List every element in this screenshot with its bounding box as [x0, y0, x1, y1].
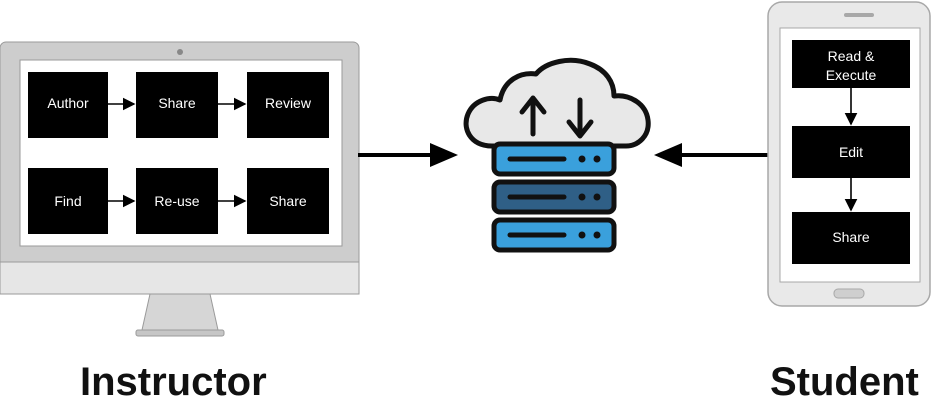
instructor-box-author: Author — [28, 72, 108, 138]
instructor-to-cloud-arrow — [358, 143, 458, 167]
instructor-box-review: Review — [247, 72, 329, 138]
server-unit — [491, 217, 617, 253]
student-box-label: Edit — [839, 144, 863, 160]
instructor-box-share-2: Share — [247, 168, 329, 234]
instructor-box-label: Find — [54, 193, 81, 209]
student-box-label: Share — [832, 229, 870, 245]
instructor-box-share-1: Share — [136, 72, 218, 138]
instructor-box-reuse: Re-use — [136, 168, 218, 234]
student-caption: Student — [770, 360, 919, 404]
student-box-label: Execute — [826, 67, 877, 83]
instructor-caption: Instructor — [80, 360, 267, 404]
server-unit — [491, 141, 617, 177]
instructor-box-label: Author — [47, 95, 89, 111]
instructor-box-find: Find — [28, 168, 108, 234]
upload-arrow-icon — [519, 95, 547, 137]
student-box-edit: Edit — [792, 126, 910, 178]
instructor-box-label: Share — [158, 95, 196, 111]
student-box-label: Read & — [828, 48, 875, 64]
instructor-box-label: Re-use — [154, 193, 199, 209]
cloud-server-icon — [463, 57, 651, 253]
instructor-box-label: Share — [269, 193, 307, 209]
student-to-cloud-arrow — [654, 143, 772, 167]
student-box-share: Share — [792, 212, 910, 264]
student-box-read-execute: Read & Execute — [792, 40, 910, 88]
server-unit — [491, 179, 617, 215]
download-arrow-icon — [566, 97, 594, 139]
instructor-box-label: Review — [265, 95, 312, 111]
